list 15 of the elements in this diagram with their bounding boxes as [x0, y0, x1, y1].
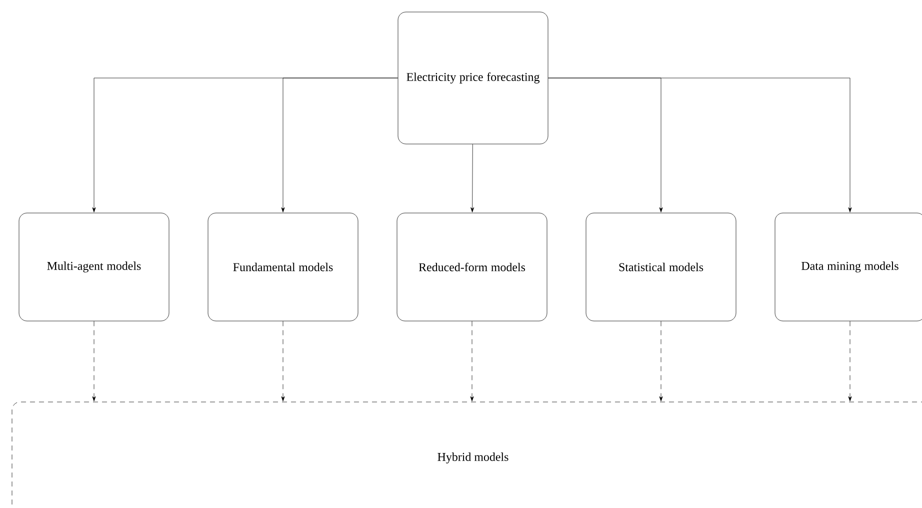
category-box: Multi-agent models: [18, 212, 170, 322]
category-box: Reduced-form models: [396, 212, 548, 322]
arrow: [281, 321, 285, 402]
hybrid-box: Hybrid models: [12, 402, 922, 508]
arrow: [848, 321, 852, 402]
arrow: [281, 78, 398, 212]
category-box: Fundamental models: [208, 212, 358, 322]
category-box: Statistical models: [586, 212, 736, 322]
topic-box: Electricity price forecasting: [398, 12, 548, 144]
arrow: [659, 321, 663, 402]
arrow: [470, 144, 474, 212]
arrow: [470, 321, 474, 402]
arrow: [548, 78, 852, 212]
arrow: [92, 321, 96, 402]
category-box: Data mining models: [774, 212, 922, 322]
